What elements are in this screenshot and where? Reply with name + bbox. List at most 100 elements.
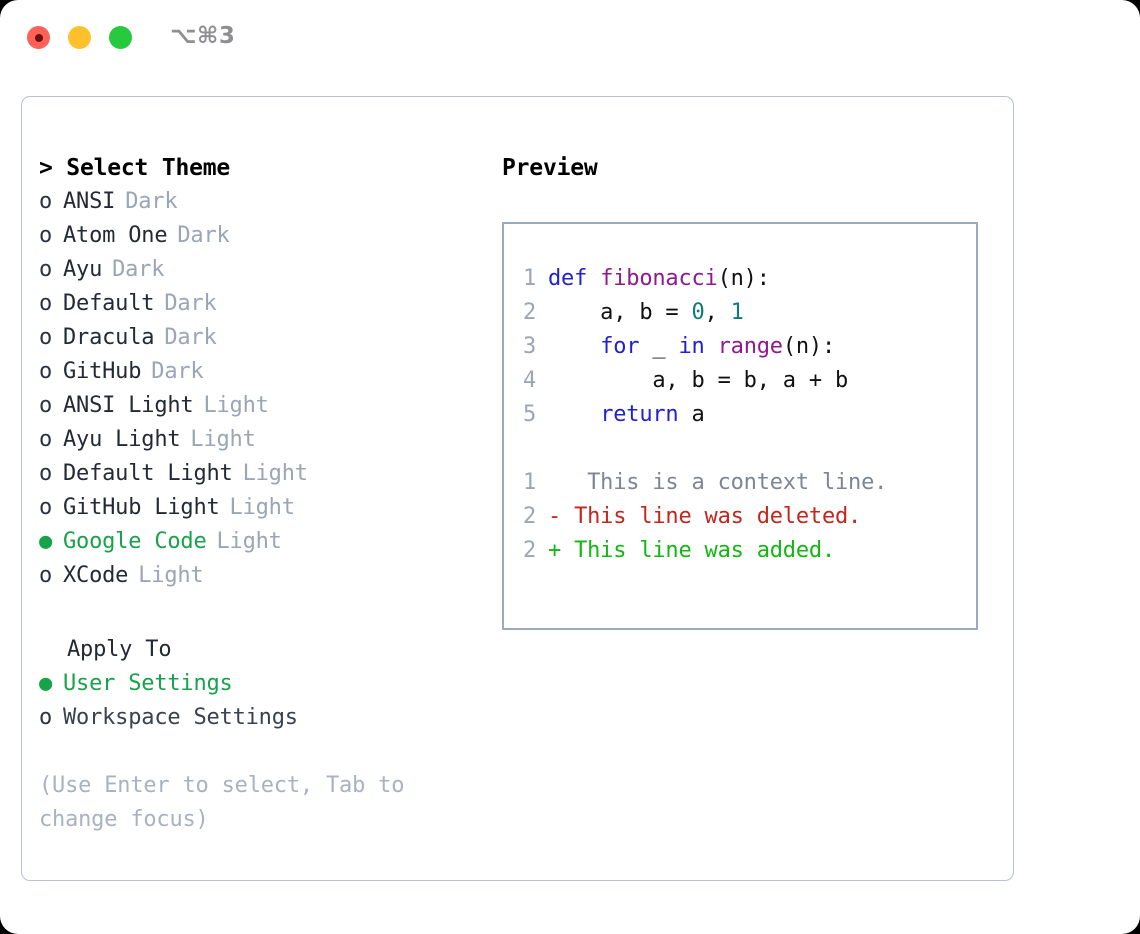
code-token-plain: a — [678, 402, 705, 427]
theme-category: Light — [216, 529, 282, 554]
apply-to-label: Workspace Settings — [63, 705, 298, 730]
code-token-plain — [705, 334, 718, 359]
radio-unselected-icon: o — [39, 427, 53, 452]
code-token-plain — [548, 402, 600, 427]
apply-to-option-user-settings[interactable]: ● User Settings — [39, 667, 489, 701]
theme-name: ANSI Light — [63, 393, 194, 418]
line-number: 2 — [522, 504, 536, 529]
code-line: 2 a, b = 0, 1 — [522, 296, 976, 330]
zoom-button[interactable] — [109, 26, 132, 49]
line-number: 2 — [522, 300, 536, 325]
code-line-text: return a — [548, 398, 705, 432]
code-token-num: 0 — [691, 300, 705, 325]
line-number: 1 — [522, 470, 536, 495]
apply-to-option-workspace-settings[interactable]: o Workspace Settings — [39, 701, 489, 735]
theme-option-google-code[interactable]: ● Google Code Light — [39, 525, 489, 559]
diff-line-text: - This line was deleted. — [548, 504, 862, 529]
code-token-plain — [587, 266, 600, 291]
theme-option-dracula[interactable]: o Dracula Dark — [39, 321, 489, 355]
theme-category: Light — [138, 563, 204, 588]
code-token-kw: for — [600, 334, 640, 359]
theme-name: GitHub — [63, 359, 142, 384]
radio-selected-icon: ● — [39, 529, 53, 554]
radio-unselected-icon: o — [39, 461, 53, 486]
theme-name: Dracula — [63, 325, 155, 350]
spacer — [522, 432, 976, 466]
code-token-fn: fibonacci — [600, 266, 718, 291]
keyboard-shortcut-label: ⌥⌘3 — [170, 23, 236, 49]
theme-name: Atom One — [63, 223, 168, 248]
theme-category: Dark — [164, 325, 217, 350]
keyboard-hint: (Use Enter to select, Tab to change focu… — [39, 773, 405, 832]
code-token-num: 1 — [730, 300, 744, 325]
close-button[interactable] — [27, 26, 50, 49]
radio-unselected-icon: o — [39, 325, 53, 350]
code-token-plain: , — [704, 300, 731, 325]
radio-unselected-icon: o — [39, 359, 53, 384]
theme-option-xcode[interactable]: o XCode Light — [39, 559, 489, 593]
code-token-plain: (n): — [782, 334, 836, 359]
radio-unselected-icon: o — [39, 291, 53, 316]
theme-category: Dark — [177, 223, 230, 248]
theme-option-ansi[interactable]: o ANSI Dark — [39, 185, 489, 219]
code-line: 3 for _ in range(n): — [522, 330, 976, 364]
theme-option-ayu-light[interactable]: o Ayu Light Light — [39, 423, 489, 457]
theme-name: Ayu — [63, 257, 103, 282]
radio-unselected-icon: o — [39, 705, 53, 730]
radio-selected-icon: ● — [39, 671, 53, 696]
code-token-kw: in — [678, 334, 705, 359]
theme-category: Light — [203, 393, 269, 418]
theme-category: Dark — [151, 359, 204, 384]
minimize-button[interactable] — [68, 26, 91, 49]
theme-name: ANSI — [63, 189, 116, 214]
diff-block: 1 This is a context line. 2 - This line wa… — [522, 466, 976, 568]
line-number: 1 — [522, 266, 536, 291]
theme-name: GitHub Light — [63, 495, 220, 520]
spacer — [39, 593, 489, 633]
code-line: 5 return a — [522, 398, 976, 432]
code-line-text: def fibonacci(n): — [548, 262, 770, 296]
code-line: 1 def fibonacci(n): — [522, 262, 976, 296]
theme-category: Dark — [112, 257, 165, 282]
apply-to-list[interactable]: ● User Settings o Workspace Settings — [39, 667, 489, 735]
theme-category: Dark — [125, 189, 178, 214]
theme-category: Light — [242, 461, 308, 486]
code-line-text: for _ in range(n): — [548, 330, 835, 364]
code-token-plain — [548, 334, 600, 359]
line-number: 5 — [522, 402, 536, 427]
line-number: 4 — [522, 368, 536, 393]
apply-to-label: User Settings — [63, 671, 233, 696]
theme-name: Google Code — [63, 529, 207, 554]
code-line: 4 a, b = b, a + b — [522, 364, 976, 398]
code-token-plain: a, b = b, a + b — [548, 368, 849, 393]
code-line-text: a, b = 0, 1 — [548, 296, 744, 330]
theme-name: Default — [63, 291, 155, 316]
diff-line-text: This is a context line. — [548, 470, 888, 495]
theme-name: XCode — [63, 563, 129, 588]
radio-unselected-icon: o — [39, 563, 53, 588]
diff-line-del: 2 - This line was deleted. — [522, 500, 976, 534]
radio-unselected-icon: o — [39, 189, 53, 214]
code-token-plain: (n): — [717, 266, 770, 291]
theme-option-atom-one[interactable]: o Atom One Dark — [39, 219, 489, 253]
code-token-fn: range — [717, 334, 783, 359]
code-line-text: a, b = b, a + b — [548, 364, 848, 398]
select-theme-prompt: > Select Theme — [39, 155, 231, 181]
theme-option-github[interactable]: o GitHub Dark — [39, 355, 489, 389]
theme-name: Ayu Light — [63, 427, 181, 452]
theme-category: Light — [190, 427, 256, 452]
radio-unselected-icon: o — [39, 223, 53, 248]
line-number: 2 — [522, 538, 536, 563]
